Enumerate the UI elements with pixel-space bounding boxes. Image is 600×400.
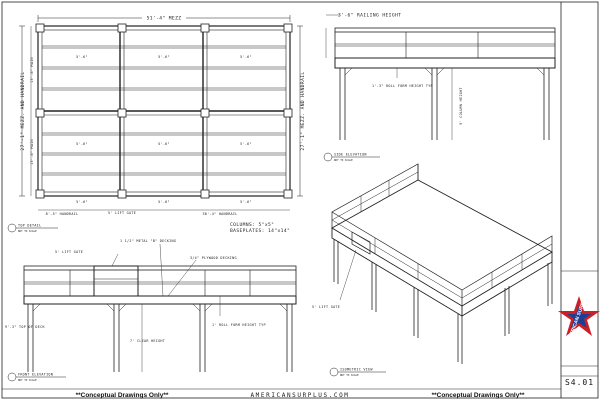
plywood-decking-label: 3/4" PLYWOOD DECKING (190, 256, 237, 260)
conceptual-note-right: **Conceptual Drawings Only** (432, 392, 525, 399)
isometric-scale: NOT TO SCALE (340, 373, 359, 377)
front-elevation-title: FRONT ELEVATION (18, 373, 53, 377)
side-elevation-scale: NOT TO SCALE (334, 158, 353, 162)
bay-label: 5'-6" (240, 142, 252, 146)
top-detail-scale: NOT TO SCALE (18, 229, 37, 233)
clear-height-label: 7' CLEAR HEIGHT (130, 339, 165, 343)
columns-note: COLUMNS: 5"x5" (230, 222, 274, 228)
sheet-number: S4.01 (565, 378, 594, 387)
top-of-deck-dimension: 9'-3" TOP OF DECK (5, 325, 45, 329)
roll-form-height-front: 1' ROLL FORM HEIGHT TYP (212, 323, 266, 327)
isometric-title: ISOMETRIC VIEW (340, 368, 373, 372)
right-handrail-dimension: 38'-4" HANDRAIL (202, 212, 237, 216)
bottom-bay-label: 5'-6" (158, 200, 170, 204)
main-lower-dimension: 13'-6" MAIN (30, 139, 34, 165)
left-height-dimension: 27'-1" MEZZ. AND HANDRAIL (20, 71, 26, 150)
bay-label: 5'-6" (240, 55, 252, 59)
railing-height-dimension: 3'-6" RAILING HEIGHT (338, 13, 401, 19)
lift-gate-label: 5' LIFT GATE (108, 211, 136, 215)
isometric-view: 5' LIFT GATE ISOMETRIC VIEW NOT TO SCALE (312, 163, 553, 377)
side-elevation-view: 3'-6" RAILING HEIGHT 1'-3" ROLL FORM HEI… (323, 13, 556, 162)
right-height-dimension: 27'-1" MEZZ. AND HANDRAIL (300, 71, 306, 150)
column-height-dimension: 9' COLUMN HEIGHT (459, 87, 463, 124)
title-block: AMERICAN SURPLUS S4.01 (558, 291, 600, 387)
left-handrail-dimension: 8'-5" HANDRAIL (46, 212, 79, 216)
front-elevation-scale: NOT TO SCALE (18, 378, 37, 382)
main-upper-dimension: 13'-6" MAIN (30, 57, 34, 83)
top-detail-view: 51'-4" MEZZ 27'-1" MEZZ. AND HANDRAIL 13… (7, 13, 306, 233)
bay-label: 5'-6" (76, 142, 88, 146)
website-url[interactable]: AMERICANSURPLUS.COM (250, 392, 349, 399)
front-lift-gate-label: 5' LIFT GATE (55, 250, 83, 254)
baseplates-note: BASEPLATES: 14"x14" (230, 228, 290, 234)
bay-label: 5'-6" (158, 55, 170, 59)
bottom-bay-label: 5'-6" (240, 200, 252, 204)
front-elevation-view: 5' LIFT GATE 1 1/2" METAL "B" DECKING 3/… (5, 239, 297, 382)
roll-form-height-side: 1'-3" ROLL FORM HEIGHT TYP (372, 84, 433, 88)
bay-label: 5'-6" (158, 142, 170, 146)
bay-label: 5'-6" (76, 55, 88, 59)
side-elevation-title: SIDE ELEVATION (334, 153, 367, 157)
top-detail-title: TOP DETAIL (18, 224, 41, 228)
american-surplus-logo: AMERICAN SURPLUS (558, 291, 600, 343)
top-width-dimension: 51'-4" MEZZ (147, 16, 182, 22)
metal-decking-label: 1 1/2" METAL "B" DECKING (120, 239, 176, 243)
bottom-bay-label: 5'-6" (76, 200, 88, 204)
iso-lift-gate-label: 5' LIFT GATE (312, 305, 340, 309)
conceptual-note-left: **Conceptual Drawings Only** (76, 392, 169, 399)
